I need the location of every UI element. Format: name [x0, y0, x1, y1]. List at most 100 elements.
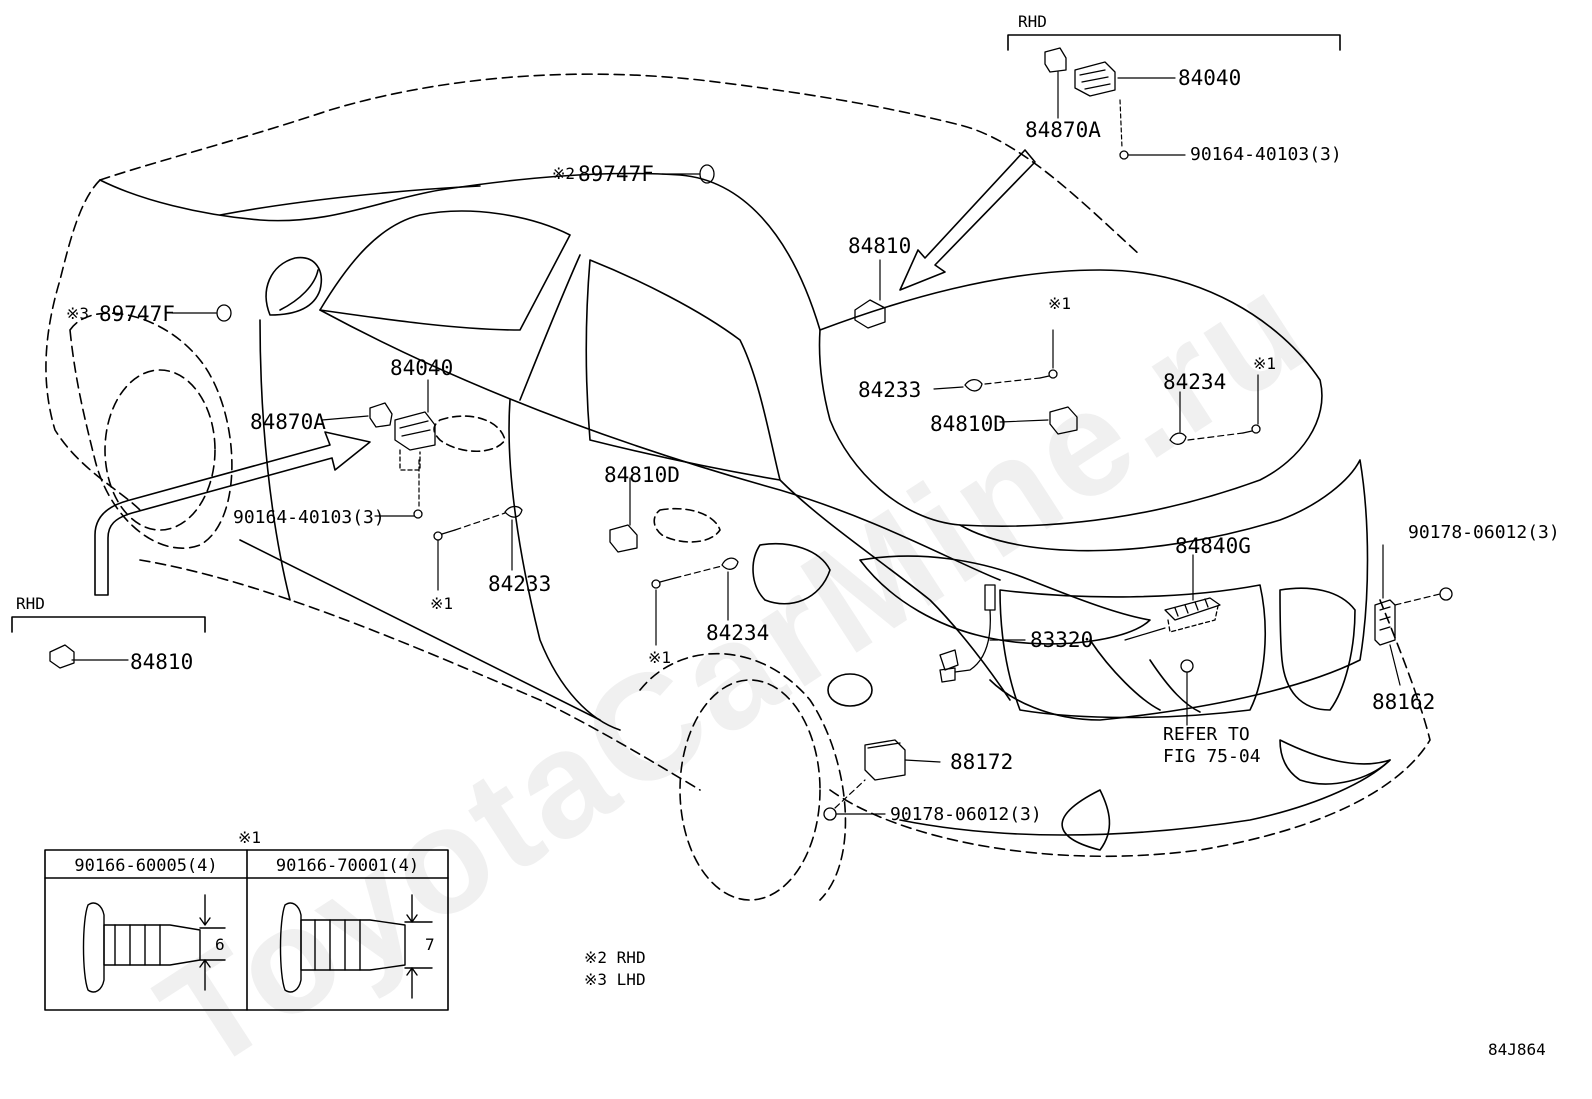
part-label-84870A-left: 84870A — [250, 410, 326, 434]
rear-windscreen — [818, 269, 1323, 527]
part-screw-window2 — [1242, 424, 1261, 434]
part-84234-window — [1169, 432, 1187, 445]
refer-line-2: FIG 75-04 — [1163, 746, 1261, 767]
rhd-top-label: RHD — [1018, 12, 1047, 31]
part-label-84040-left: 84040 — [390, 356, 454, 380]
front-door-handle — [433, 415, 506, 452]
part-84233-window — [964, 378, 983, 392]
front-window — [319, 210, 571, 331]
part-84810D-window — [1049, 406, 1078, 435]
rear-door-line — [508, 399, 621, 731]
part-84870A-top — [1044, 47, 1067, 73]
side-mirror — [265, 256, 322, 316]
part-label-84234-window: 84234 — [1163, 370, 1227, 394]
table-col1-header: 90166-60005(4) — [74, 856, 218, 876]
mark-1-window-a: ※1 — [1048, 294, 1072, 313]
fuel-lid — [752, 542, 831, 605]
part-88162 — [1374, 599, 1396, 646]
rear-door-handle — [653, 507, 721, 543]
rear-wheel — [679, 679, 821, 901]
part-nut-bottom — [823, 807, 837, 821]
front-body — [45, 179, 141, 511]
b-pillar — [519, 254, 581, 401]
part-label-90178-bottom: 90178-06012(3) — [890, 804, 1042, 825]
clip-drawing-2 — [279, 894, 433, 999]
part-nut-plate — [1180, 659, 1194, 673]
part-label-83320: 83320 — [1030, 628, 1094, 652]
front-wheel-arch — [69, 312, 233, 549]
part-label-84233-window: 84233 — [858, 378, 922, 402]
part-label-84870A-top: 84870A — [1025, 118, 1101, 142]
part-83320 — [939, 584, 996, 683]
legend-rhd: ※2 RHD — [584, 948, 646, 967]
table-dim-2: 7 — [425, 935, 435, 954]
part-label-84810D-door: 84810D — [604, 463, 680, 487]
part-label-90164-left: 90164-40103(3) — [233, 507, 385, 528]
windshield-line — [219, 185, 481, 216]
side-lower — [239, 539, 601, 721]
part-84040-top — [1074, 61, 1116, 97]
front-door-line — [259, 319, 291, 601]
mark-1-window-b: ※1 — [1253, 354, 1277, 373]
rear-window — [585, 259, 781, 481]
arrow-left — [94, 431, 371, 596]
side-sill — [139, 559, 701, 791]
part-84810-rhd-left — [49, 644, 75, 669]
table-dim-1: 6 — [215, 935, 225, 954]
part-84233-door — [504, 505, 523, 518]
part-84870A-left — [369, 402, 393, 428]
part-screw-window1 — [1039, 369, 1058, 379]
mark-r2-top: ※2 — [552, 164, 576, 183]
part-84810D-door — [609, 524, 638, 553]
part-label-84233-door: 84233 — [488, 572, 552, 596]
part-84810-roof — [854, 299, 886, 329]
rear-wheel-arch — [639, 652, 847, 901]
part-screw-top — [1119, 150, 1129, 160]
license-plate-recess — [999, 584, 1266, 719]
part-label-90178-right: 90178-06012(3) — [1408, 522, 1560, 543]
trunk-lid — [959, 459, 1369, 721]
part-label-84810-rhd: 84810 — [130, 650, 194, 674]
part-84040-left — [394, 411, 436, 471]
roof-outline — [99, 73, 1141, 256]
reflector-left — [1061, 789, 1111, 851]
rear-bumper — [829, 599, 1431, 858]
part-label-84810-roof: 84810 — [848, 234, 912, 258]
part-label-84040-top: 84040 — [1178, 66, 1242, 90]
part-label-84234-door: 84234 — [706, 621, 770, 645]
part-screw-door2 — [651, 577, 676, 589]
roof-front-edge — [99, 172, 821, 331]
part-label-84810D-window: 84810D — [930, 412, 1006, 436]
part-label-88162: 88162 — [1372, 690, 1436, 714]
leader-lines — [71, 71, 1441, 815]
part-88172 — [864, 739, 906, 781]
mark-1-table: ※1 — [238, 828, 262, 847]
part-label-90164-top: 90164-40103(3) — [1190, 144, 1342, 165]
legend-lhd: ※3 LHD — [584, 970, 646, 989]
mark-r3-left: ※3 — [66, 304, 90, 323]
clip-drawing-1 — [82, 894, 226, 993]
part-89747F-left — [216, 304, 232, 322]
part-label-89747F-left: 89747F — [99, 302, 175, 326]
figure-code: 84J864 — [1488, 1040, 1546, 1059]
refer-line-1: REFER TO — [1163, 724, 1250, 745]
bumper-line — [899, 759, 1391, 836]
table-col2-header: 90166-70001(4) — [275, 856, 420, 876]
rear-quarter — [779, 479, 1011, 701]
fog-light — [827, 673, 873, 707]
part-nut-right — [1439, 587, 1453, 601]
tail-light-right — [1279, 587, 1356, 711]
part-label-89747F-top: 89747F — [578, 162, 654, 186]
arrow-top — [899, 149, 1036, 291]
part-84234-door — [721, 557, 739, 570]
part-label-88172: 88172 — [950, 750, 1014, 774]
tail-light — [859, 555, 1151, 645]
rhd-top-bracket — [1007, 34, 1341, 51]
mark-1-door-b: ※1 — [648, 648, 672, 667]
mark-1-door-a: ※1 — [430, 594, 454, 613]
front-wheel — [104, 369, 216, 531]
beltline — [319, 309, 1001, 581]
part-label-84840G: 84840G — [1175, 534, 1251, 558]
